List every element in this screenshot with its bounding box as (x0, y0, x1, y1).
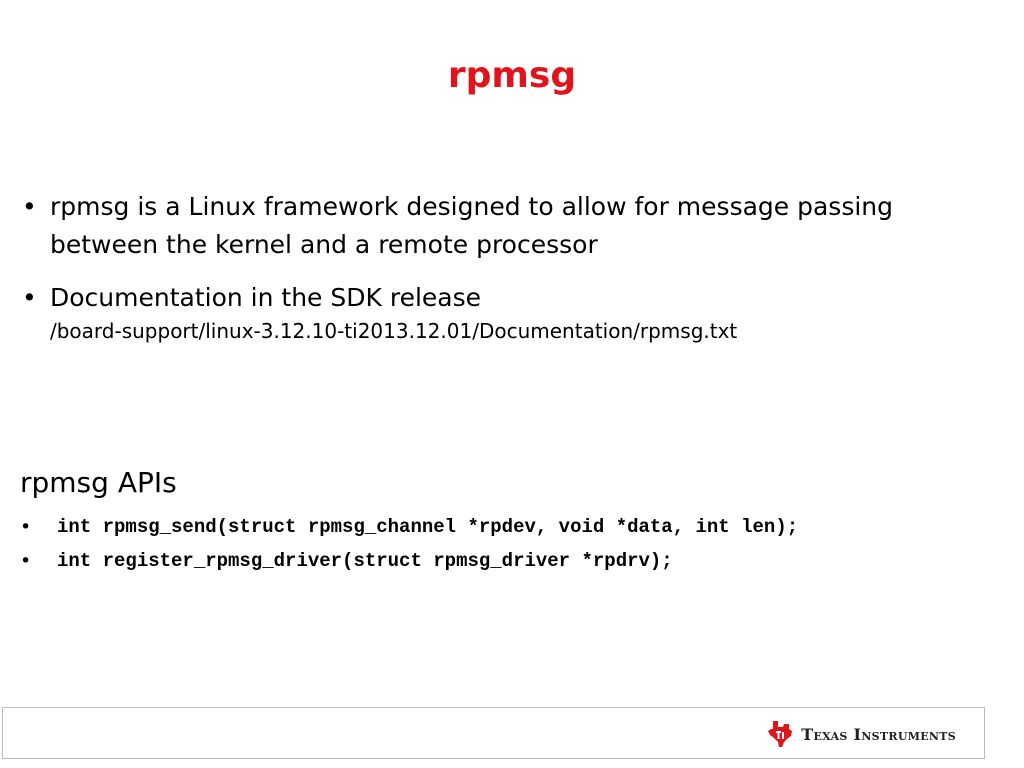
bullet-text: Documentation in the SDK release (50, 283, 482, 312)
ti-logo: Texas Instruments (767, 720, 956, 748)
logo-text: Texas Instruments (801, 724, 956, 744)
api-item-register-driver: • int register_rpmsg_driver(struct rpmsg… (20, 544, 1020, 578)
ti-state-logo-icon (768, 721, 793, 747)
slide-title: rpmsg (447, 55, 577, 96)
bullet-item-framework: • rpmsg is a Linux framework designed to… (20, 188, 920, 264)
api-signature: int rpmsg_send(struct rpmsg_channel *rpd… (57, 516, 799, 538)
bullet-item-documentation: • Documentation in the SDK release /boar… (20, 279, 920, 345)
bullet-text: rpmsg is a Linux framework designed to a… (50, 192, 894, 259)
documentation-path: /board-support/linux-3.12.10-ti2013.12.0… (50, 319, 738, 343)
bullet-dot: • (22, 283, 37, 312)
api-list: • int rpmsg_send(struct rpmsg_channel *r… (20, 510, 1020, 578)
intro-bullet-list: • rpmsg is a Linux framework designed to… (20, 188, 920, 360)
api-item-rpmsg-send: • int rpmsg_send(struct rpmsg_channel *r… (20, 510, 1020, 544)
bullet-dot: • (20, 516, 32, 538)
api-signature: int register_rpmsg_driver(struct rpmsg_d… (57, 550, 673, 572)
bullet-dot: • (20, 550, 32, 572)
bullet-dot: • (22, 192, 37, 221)
api-heading: rpmsg APIs (20, 466, 177, 499)
footer-bar: Texas Instruments (2, 707, 985, 759)
